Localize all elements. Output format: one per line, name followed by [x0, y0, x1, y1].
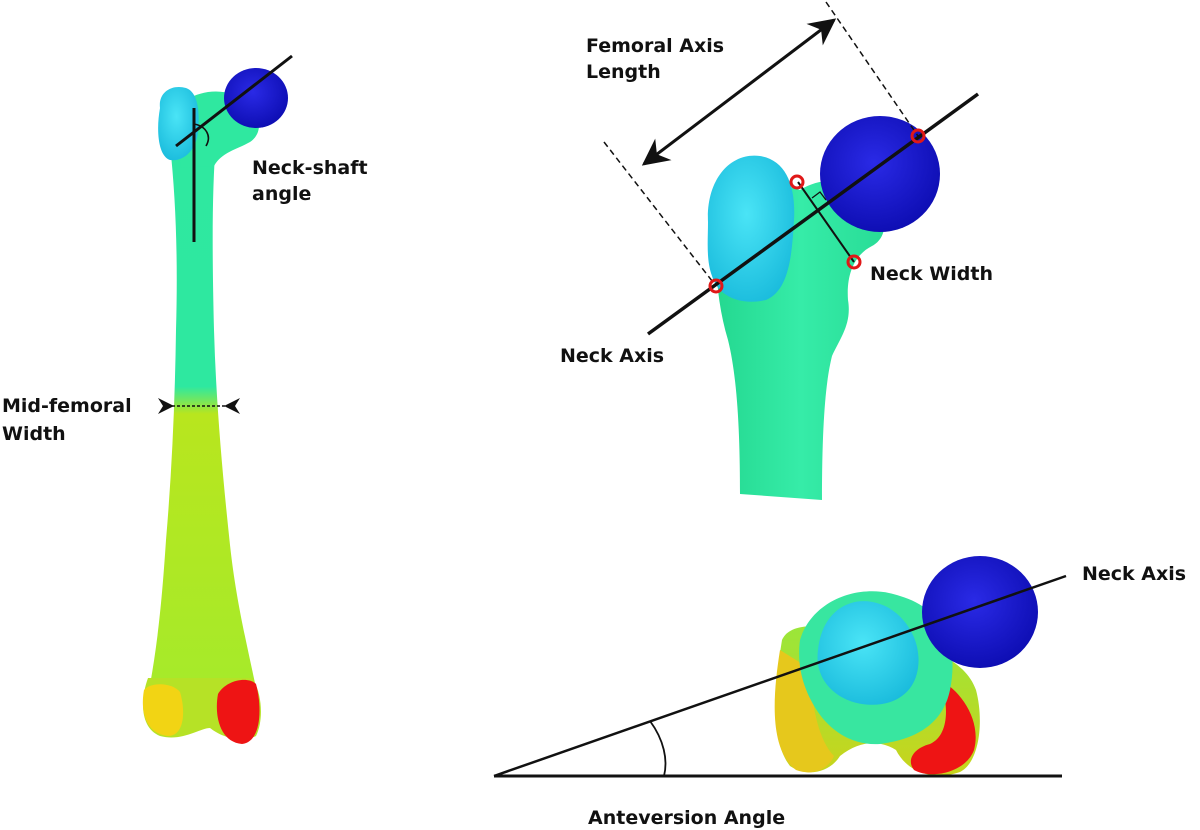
axis-length-dashed-left: [603, 141, 717, 287]
neck-shaft-label-2: angle: [252, 183, 311, 205]
axial-femur-view: [493, 556, 1067, 778]
femoral-head: [224, 68, 288, 128]
neck-axis-label-bottom: Neck Axis: [1082, 563, 1186, 585]
mid-femoral-width-arrow-left: [158, 398, 174, 414]
full-femur: [142, 54, 293, 744]
neck-width-line: [797, 181, 855, 263]
axial-neck-axis-line: [493, 574, 1067, 778]
axial-lateral-condyle: [774, 650, 834, 773]
mid-femoral-width-arrow-right: [224, 398, 240, 414]
medial-condyle: [216, 679, 260, 744]
femoral-axis-length-label-1: Femoral Axis: [586, 35, 724, 57]
mid-femoral-width-label-1: Mid-femoral: [2, 395, 132, 417]
axial-trochanter: [817, 601, 919, 705]
neck-width-label: Neck Width: [870, 263, 993, 285]
landmark-neck-bottom: [846, 254, 862, 270]
axial-medial-condyle: [910, 680, 976, 775]
femoral-axis-length-label-2: Length: [586, 61, 661, 83]
lateral-condyle: [142, 684, 184, 736]
proximal-femur-view: [603, 1, 980, 500]
axis-length-dashed-right: [825, 1, 919, 137]
femoral-axis-length-arrow: [641, 18, 837, 166]
axial-femoral-head: [922, 556, 1038, 668]
labels: Neck-shaft angle Mid-femoral Width Femor…: [2, 35, 1186, 829]
mid-femoral-width-label-2: Width: [2, 423, 66, 445]
neck-width-right-angle: [811, 191, 827, 201]
landmark-trochanter: [708, 278, 724, 294]
neck-axis-label-top: Neck Axis: [560, 345, 664, 367]
neck-shaft-label-1: Neck-shaft: [252, 157, 368, 179]
landmark-neck-top: [789, 174, 805, 190]
anteversion-angle-label: Anteversion Angle: [588, 807, 785, 829]
greater-trochanter: [158, 86, 199, 161]
anteversion-angle-arc: [649, 720, 667, 777]
neck-shaft-angle-arc: [193, 123, 210, 147]
greater-trochanter-proximal: [707, 155, 795, 302]
femur-shaft: [150, 140, 256, 688]
landmark-head: [910, 128, 926, 144]
